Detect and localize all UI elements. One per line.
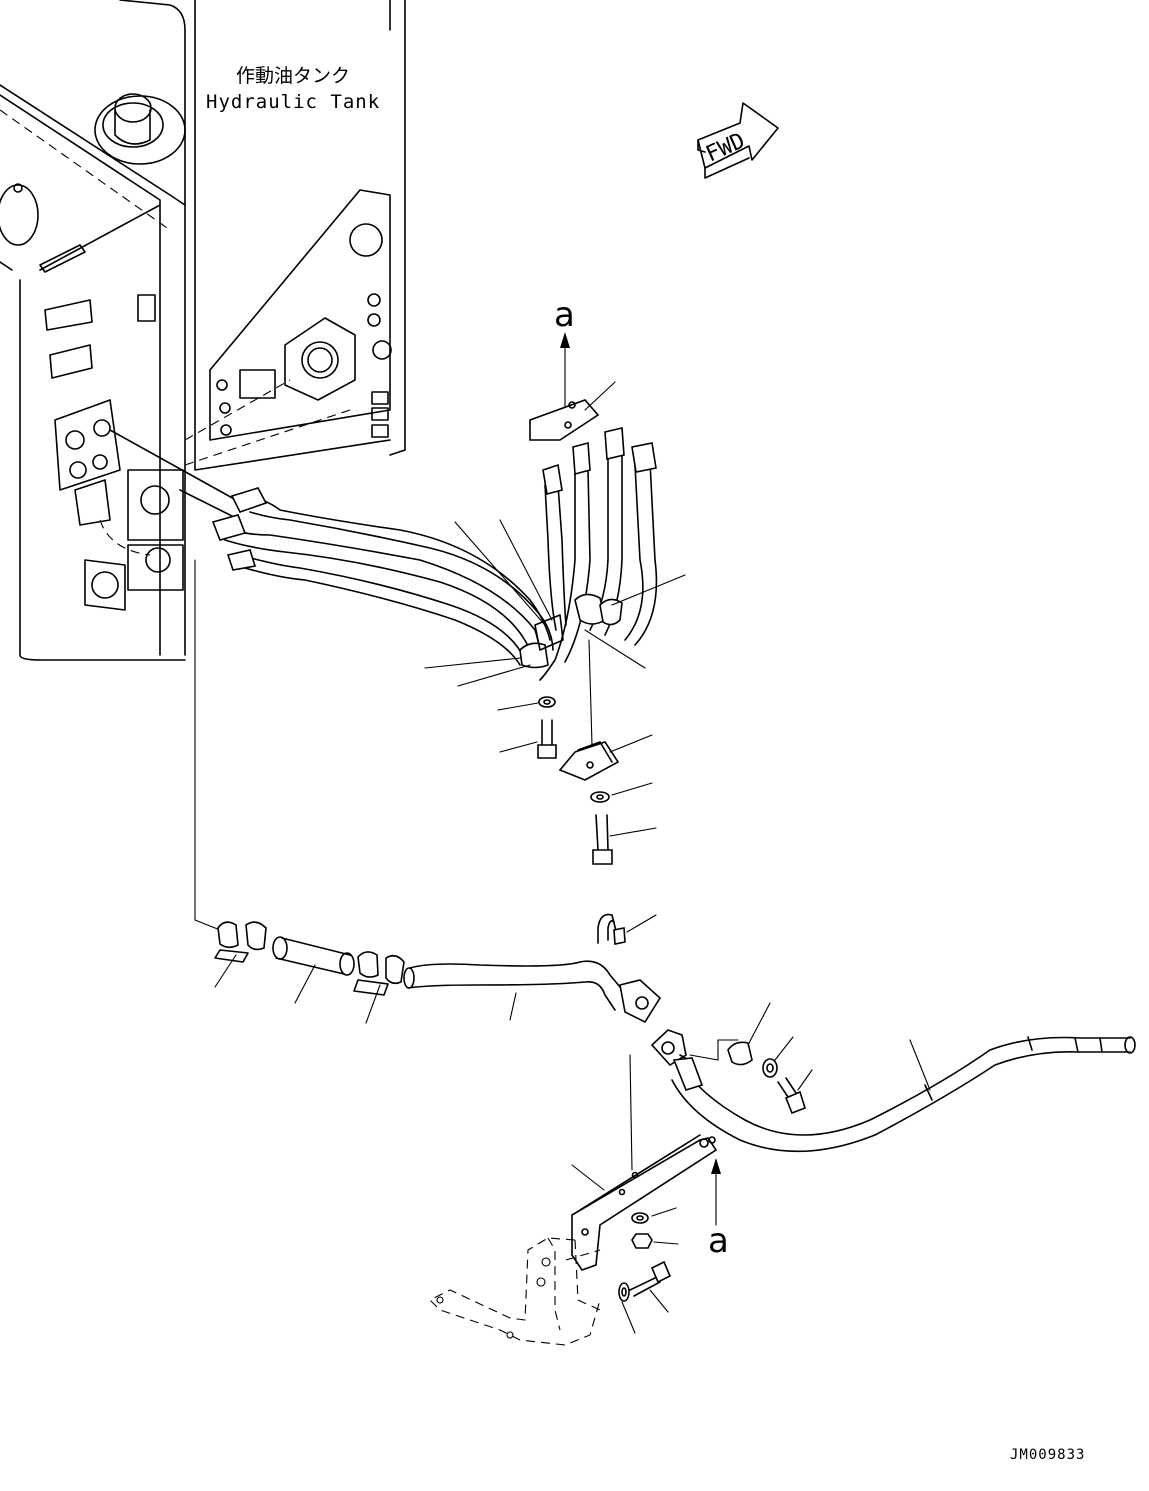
view-ref-top-label: a: [554, 295, 575, 335]
hose-clamp-upper: [574, 574, 686, 669]
bolt-2: [592, 814, 657, 865]
bolt-4: [629, 1260, 672, 1313]
view-ref-bottom: a: [708, 1158, 729, 1261]
hydraulic-tank: [0, 0, 406, 661]
nut: [631, 1233, 679, 1249]
tank-label-en: Hydraulic Tank: [206, 91, 380, 113]
flange-fitting: [650, 1029, 739, 1067]
forward-arrow-icon: FWD: [697, 102, 779, 179]
washer-4: [631, 1207, 677, 1224]
tank-label-jp: 作動油タンク: [236, 65, 350, 87]
washer-2: [590, 782, 653, 803]
clamp-half: [727, 1002, 771, 1066]
clamp-plate-lower: [558, 639, 653, 781]
hose-sleeve: [272, 936, 355, 1004]
frame-mount: [429, 1237, 601, 1346]
clamp-plate-upper: [529, 381, 616, 441]
hose-bundle: [109, 427, 658, 681]
drawing-code: JM009833: [1010, 1447, 1085, 1463]
long-hose: [671, 1036, 1136, 1153]
washer-3: [762, 1036, 794, 1078]
washer-1: [497, 696, 556, 711]
hose-band-left: [214, 921, 267, 988]
suction-tube: [403, 960, 662, 1024]
hose-clamp-lower: [424, 519, 564, 687]
support-bracket: [571, 1054, 718, 1271]
bolt-1: [499, 719, 557, 759]
hose-band-right: [353, 951, 405, 1024]
u-bolt: [597, 913, 657, 945]
bolt-3: [777, 1069, 813, 1115]
view-ref-bottom-label: a: [708, 1221, 729, 1261]
washer-5: [618, 1282, 636, 1334]
